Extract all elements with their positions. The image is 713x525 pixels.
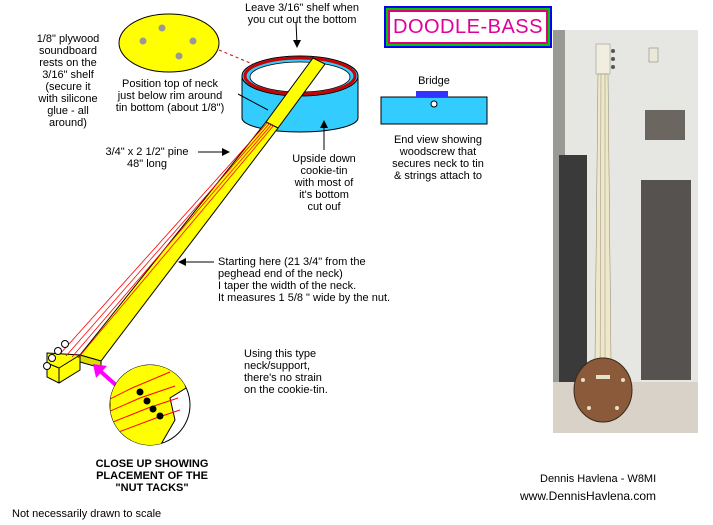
cookie-tin-label: Upside down cookie-tin with most of it's… bbox=[284, 153, 364, 213]
neck-support-label: Using this type neck/support, there's no… bbox=[244, 348, 354, 396]
instrument-photo-drawing bbox=[553, 30, 698, 433]
end-view bbox=[381, 91, 487, 124]
title-box: DOODLE-BASS bbox=[388, 10, 548, 44]
bridge-label: Bridge bbox=[404, 75, 464, 87]
closeup-label: CLOSE UP SHOWING PLACEMENT OF THE "NUT T… bbox=[84, 458, 220, 494]
closeup-arrow bbox=[93, 364, 117, 386]
instrument-photo bbox=[553, 30, 698, 433]
shelf-label: Leave 3/16" shelf when you cut out the b… bbox=[232, 2, 372, 26]
soundboard-oval bbox=[119, 14, 219, 72]
pine-label: 3/4" x 2 1/2" pine 48" long bbox=[92, 146, 202, 170]
author-credit: Dennis Havlena - W8MI bbox=[540, 473, 656, 485]
scale-note: Not necessarily drawn to scale bbox=[12, 508, 212, 520]
closeup-circle bbox=[108, 362, 190, 446]
neck-position-label: Position top of neck just below rim arou… bbox=[100, 78, 240, 114]
taper-label: Starting here (21 3/4" from the peghead … bbox=[218, 256, 418, 304]
end-view-label: End view showing woodscrew that secures … bbox=[378, 134, 498, 182]
soundboard-guide-line bbox=[219, 50, 255, 65]
website-link[interactable]: www.DennisHavlena.com bbox=[520, 489, 656, 503]
diagram-title: DOODLE-BASS bbox=[393, 16, 543, 39]
